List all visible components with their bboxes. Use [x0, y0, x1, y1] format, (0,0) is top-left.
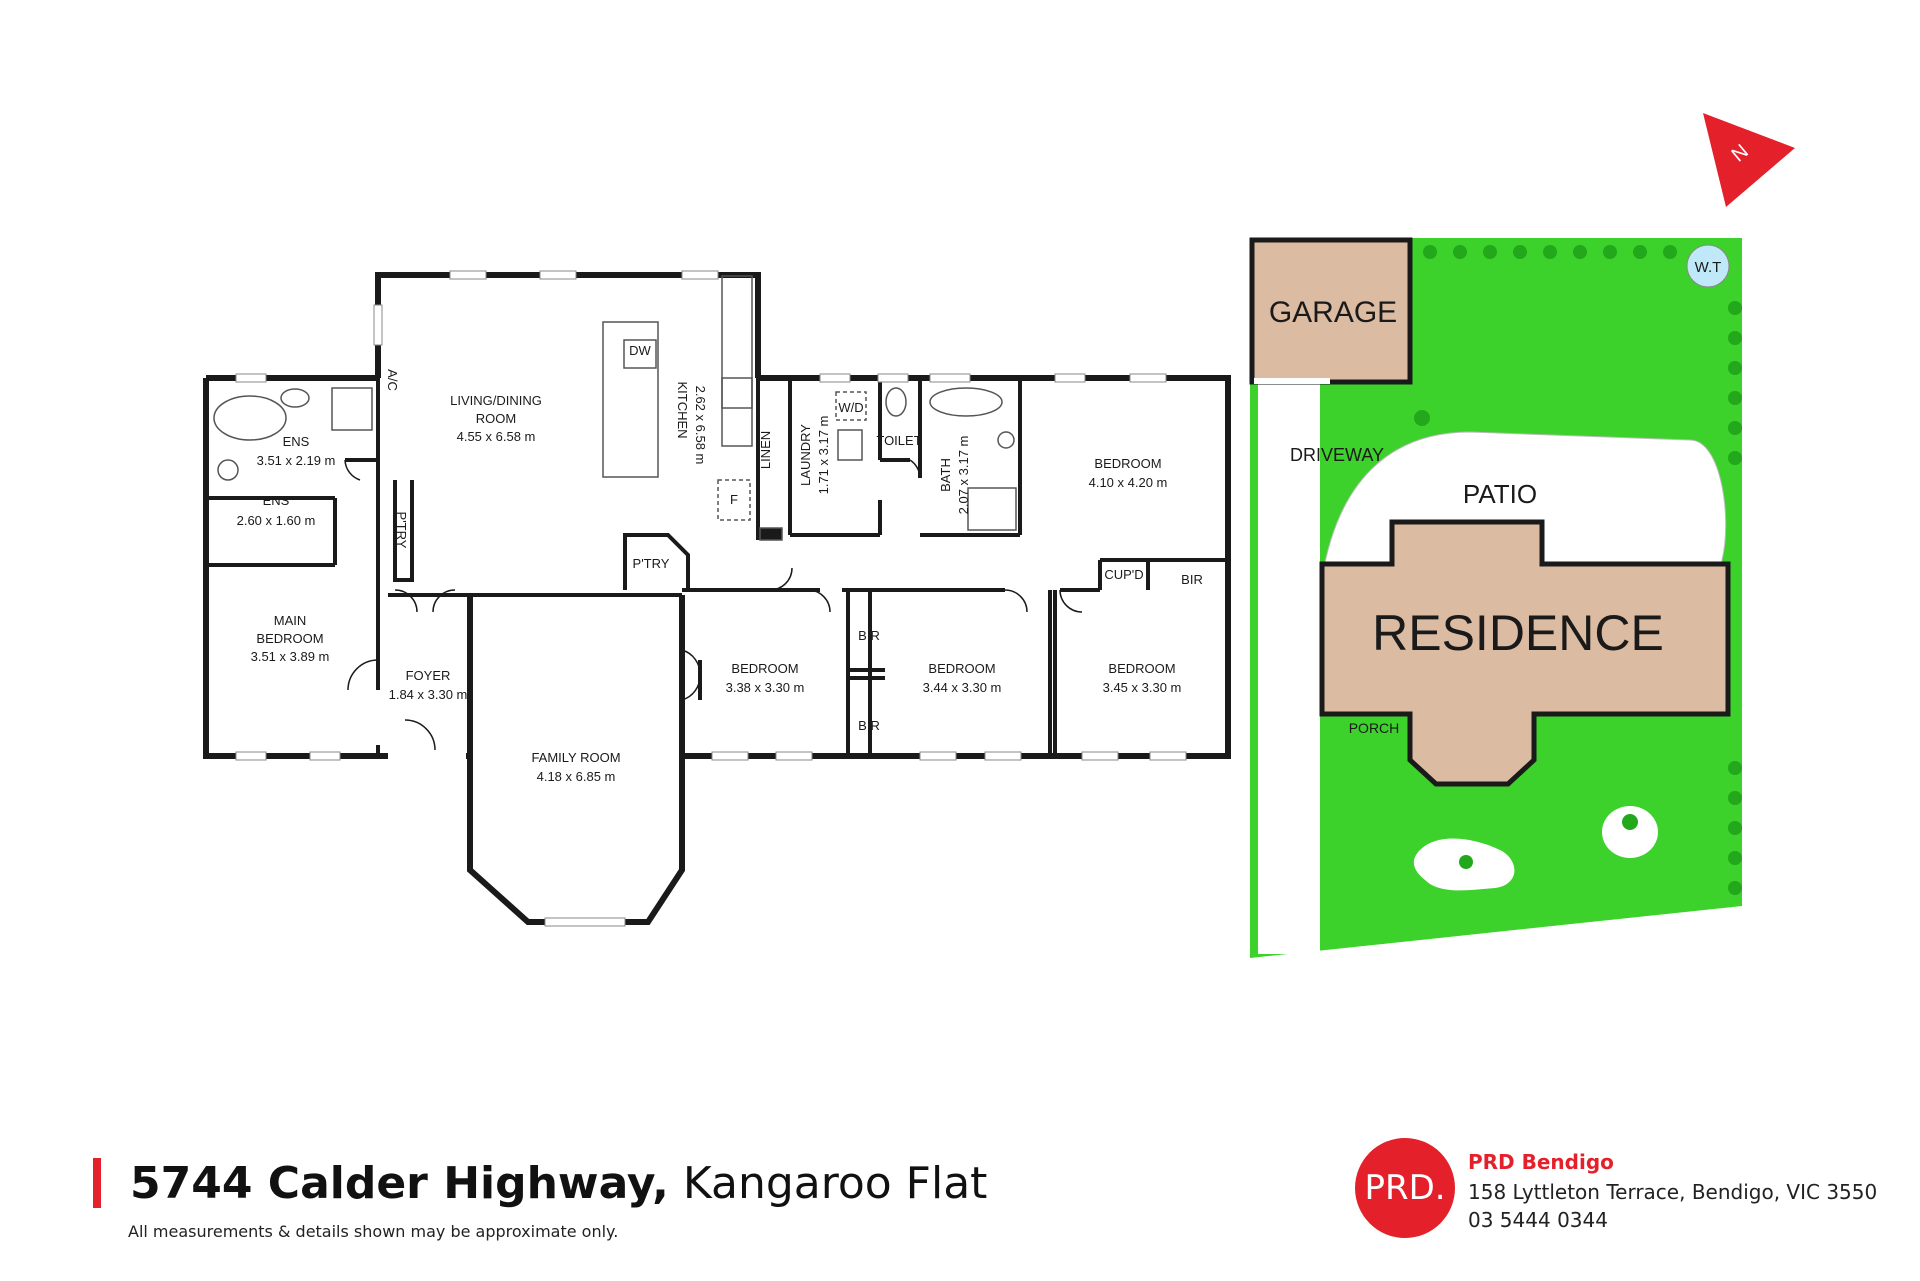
hws-block — [759, 527, 783, 541]
cooktop-icon — [721, 377, 753, 409]
bir1-label: BIR — [1181, 572, 1203, 587]
linen-label: LINEN — [758, 431, 773, 469]
driveway-label: DRIVEWAY — [1290, 445, 1384, 465]
toilet-label: TOILET — [876, 433, 921, 448]
basin-icon — [280, 388, 310, 408]
property-address: 5744 Calder Highway, Kangaroo Flat — [130, 1158, 987, 1209]
fridge-space — [717, 479, 751, 521]
family-dims: 4.18 x 6.85 m — [537, 769, 616, 784]
floorplan-inner-walls — [206, 378, 1228, 756]
garage-label: GARAGE — [1269, 296, 1397, 329]
bath-tub-icon — [929, 387, 1003, 417]
bath-shower-icon — [967, 487, 1017, 531]
garden-tree-1 — [1622, 814, 1638, 830]
floorplan-windows — [235, 270, 1187, 927]
laundry-dims: 1.71 x 3.17 m — [816, 416, 831, 495]
foyer-dims: 1.84 x 3.30 m — [389, 687, 468, 702]
fridge-label: F — [730, 492, 738, 507]
garage-door — [1254, 378, 1330, 384]
bathtub-icon — [213, 395, 287, 441]
washer-dryer-space — [835, 391, 867, 421]
wc-icon — [885, 387, 907, 417]
bedroom-b-name: BEDROOM — [928, 661, 995, 676]
floorplan-fixtures — [213, 275, 1017, 541]
bir3-label: BIR — [858, 718, 880, 733]
main-bedroom-name1: MAIN — [274, 613, 307, 628]
garden-bed-round — [1602, 806, 1658, 858]
bedroom-c-dims: 3.45 x 3.30 m — [1103, 680, 1182, 695]
bedroom-a-dims: 3.38 x 3.30 m — [726, 680, 805, 695]
address-street: 5744 Calder Highway, — [130, 1158, 669, 1209]
agency-name: PRD Bendigo — [1468, 1150, 1614, 1174]
prd-logo: PRD. — [1355, 1138, 1455, 1238]
ac-label: A/C — [385, 369, 400, 391]
shower-icon — [331, 387, 373, 431]
living-name2: ROOM — [476, 411, 516, 426]
living-dims: 4.55 x 6.58 m — [457, 429, 536, 444]
pantry1-label: P'TRY — [394, 512, 409, 549]
laundry-tub-icon — [837, 429, 863, 461]
family-name: FAMILY ROOM — [531, 750, 620, 765]
bedroom-a-name: BEDROOM — [731, 661, 798, 676]
patio-label: PATIO — [1463, 479, 1537, 509]
garage-building — [1249, 237, 1413, 385]
water-tank-icon — [1686, 244, 1730, 288]
bedroom-ne-name: BEDROOM — [1094, 456, 1161, 471]
floorplan-labels: ENS 3.51 x 2.19 m ENS 2.60 x 1.60 m MAIN… — [237, 343, 1203, 784]
residence-building — [1319, 519, 1731, 787]
kitchen-island — [602, 321, 659, 478]
ens2-name: ENS — [263, 493, 290, 508]
address-accent-bar — [93, 1158, 101, 1208]
bath-name: BATH — [938, 458, 953, 492]
floorplan-walls — [203, 272, 1231, 925]
foyer-name: FOYER — [406, 668, 451, 683]
agency-phone: 03 5444 0344 — [1468, 1208, 1608, 1232]
ens1-dims: 3.51 x 2.19 m — [257, 453, 336, 468]
north-arrow-icon — [1703, 113, 1795, 207]
main-bedroom-name2: BEDROOM — [256, 631, 323, 646]
bedroom-b-dims: 3.44 x 3.30 m — [923, 680, 1002, 695]
cupd-label: CUP'D — [1104, 567, 1143, 582]
bir2-label: BIR — [858, 628, 880, 643]
kitchen-bench — [721, 275, 753, 447]
bedroom-ne-dims: 4.10 x 4.20 m — [1089, 475, 1168, 490]
agency-address: 158 Lyttleton Terrace, Bendigo, VIC 3550 — [1468, 1180, 1878, 1204]
kitchen-name: KITCHEN — [675, 381, 690, 438]
ens2-dims: 2.60 x 1.60 m — [237, 513, 316, 528]
dishwasher-icon — [623, 339, 657, 369]
pantry2-label: P'TRY — [633, 556, 670, 571]
washer-dryer-label: W/D — [838, 400, 863, 415]
laundry-name: LAUNDRY — [798, 424, 813, 486]
main-bedroom-dims: 3.51 x 3.89 m — [251, 649, 330, 664]
site-plan — [1249, 113, 1795, 958]
residence-label: RESIDENCE — [1372, 605, 1664, 661]
dishwasher-label: DW — [629, 343, 651, 358]
driveway-area — [1258, 382, 1320, 954]
toilet-icon — [217, 459, 239, 481]
address-suburb: Kangaroo Flat — [682, 1158, 988, 1209]
porch-label: PORCH — [1349, 720, 1400, 736]
bedroom-c-name: BEDROOM — [1108, 661, 1175, 676]
site-plan-labels: GARAGE DRIVEWAY PATIO RESIDENCE PORCH W.… — [1269, 140, 1753, 736]
kitchen-dims: 2.62 x 6.58 m — [693, 386, 708, 465]
floorplan-doors — [344, 459, 1083, 751]
ens1-name: ENS — [283, 434, 310, 449]
living-name1: LIVING/DINING — [450, 393, 542, 408]
bath-basin-icon — [997, 431, 1015, 449]
garden-tree-2 — [1459, 855, 1473, 869]
bath-dims: 2.07 x 3.17 m — [956, 436, 971, 515]
disclaimer: All measurements & details shown may be … — [128, 1222, 619, 1241]
water-tank-label: W.T — [1695, 259, 1722, 276]
